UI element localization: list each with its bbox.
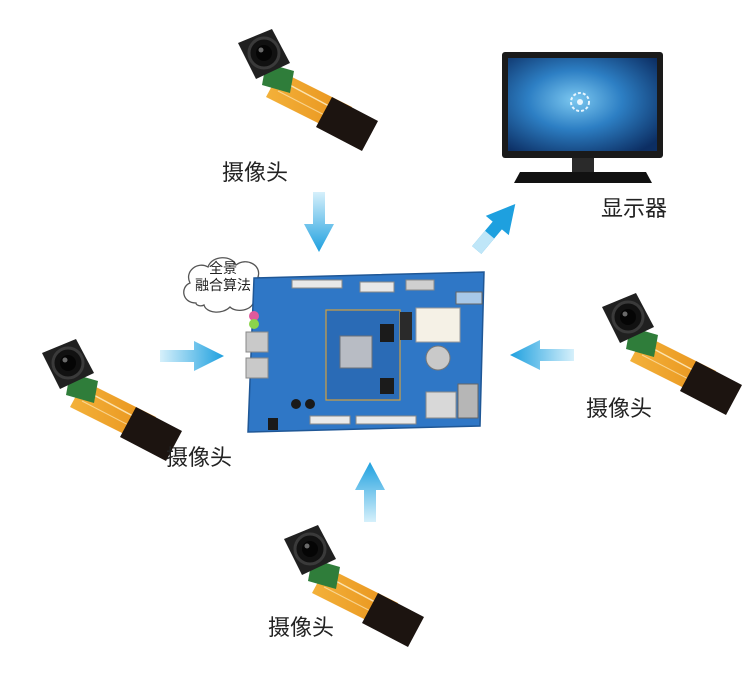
cloud-line2: 融合算法 <box>195 278 251 294</box>
arrow-top-down <box>304 192 334 252</box>
monitor-label: 显示器 <box>601 197 668 222</box>
arrow-icon <box>510 340 574 370</box>
algorithm-cloud: 全景 融合算法 <box>178 247 268 317</box>
camera-module-icon <box>232 18 382 158</box>
camera-bottom-label: 摄像头 <box>268 616 335 641</box>
arrow-icon <box>160 341 224 371</box>
monitor <box>500 50 665 185</box>
arrow-icon <box>304 192 334 252</box>
camera-top <box>232 18 382 158</box>
arrow-bottom-up <box>355 462 385 522</box>
arrow-to-monitor <box>468 196 524 258</box>
arrow-icon <box>355 462 385 522</box>
camera-top-label: 摄像头 <box>222 161 289 186</box>
arrow-icon <box>472 204 516 254</box>
cloud-line1: 全景 <box>209 261 237 277</box>
arrow-right-left <box>510 340 574 370</box>
cloud-icon <box>183 257 265 313</box>
camera-left-label: 摄像头 <box>166 446 233 471</box>
arrow-left-right <box>160 341 224 371</box>
board-icon <box>245 271 485 433</box>
main-board <box>240 268 488 440</box>
monitor-icon <box>502 52 663 183</box>
camera-right-label: 摄像头 <box>586 397 653 422</box>
